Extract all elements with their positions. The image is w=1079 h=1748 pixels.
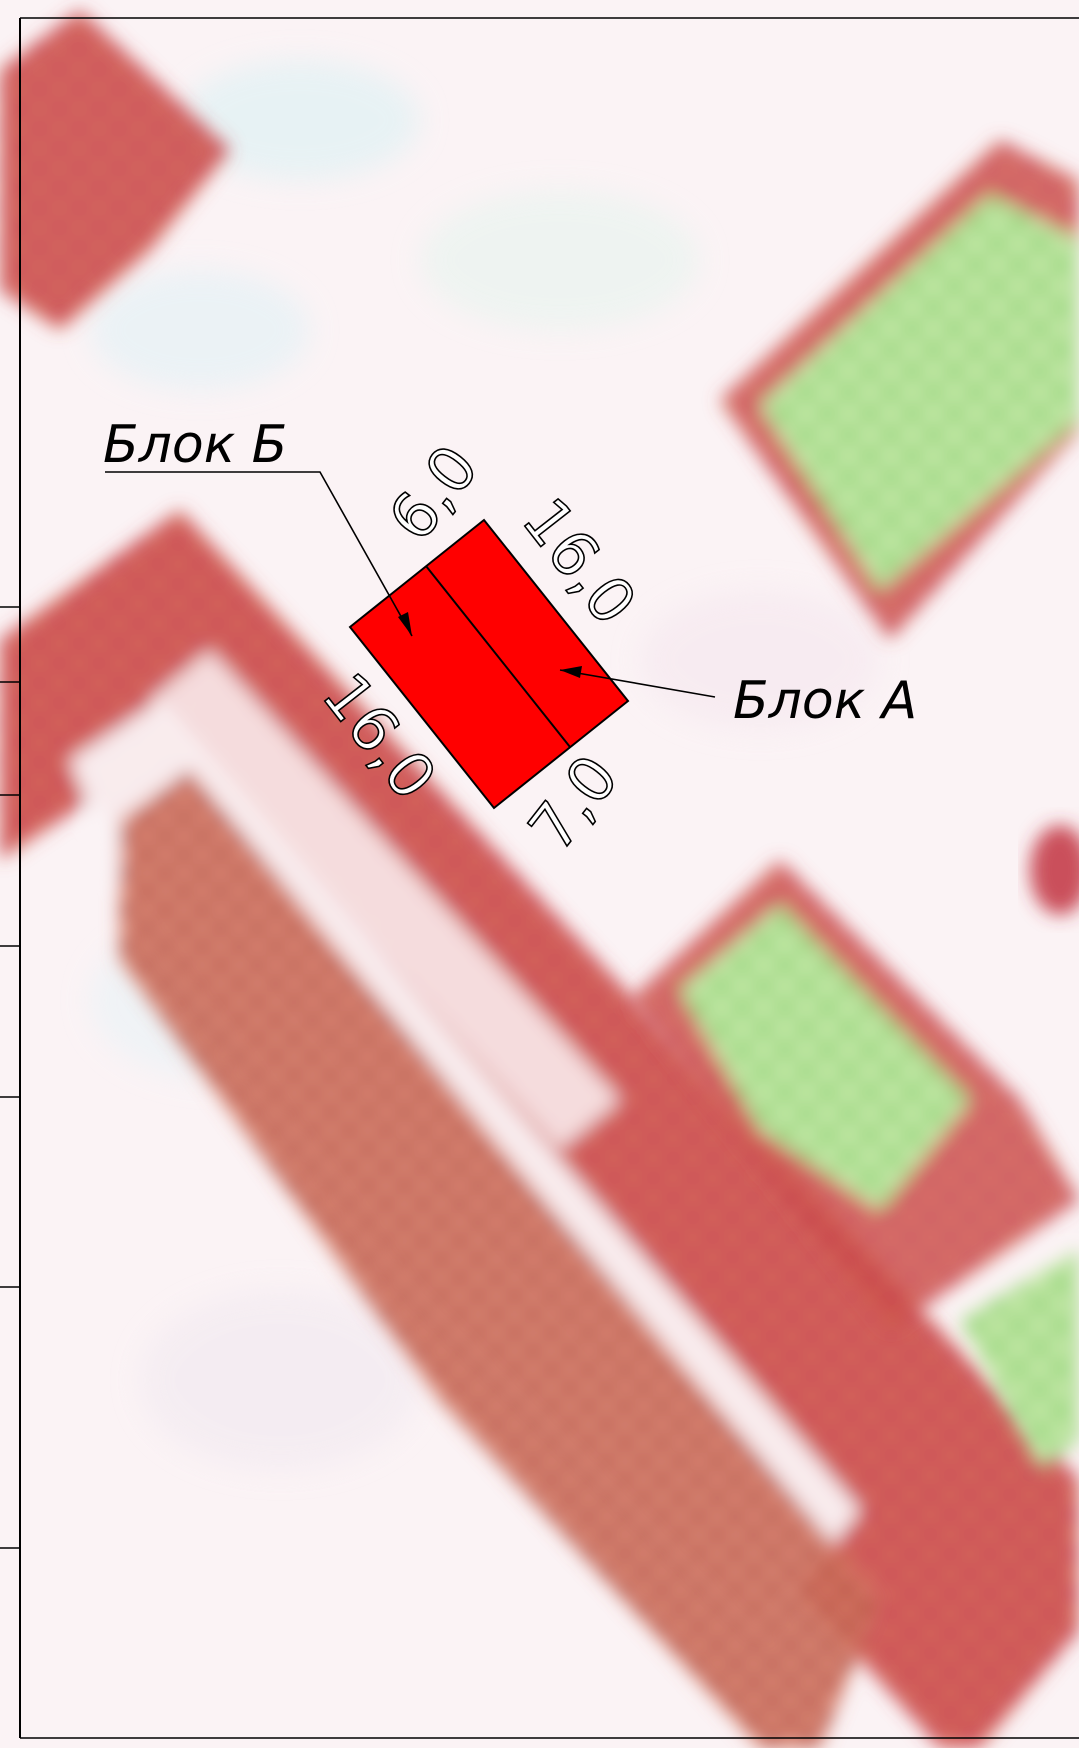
label-block-a: Блок А [733,671,917,731]
road-top-left [0,10,230,330]
arrow-block-a [560,666,582,678]
leaders [105,471,716,698]
arrow-block-b [398,612,412,636]
spot-right-edge [1030,825,1079,915]
building[interactable] [348,518,630,810]
leader-block-a [559,669,716,698]
building-footprint[interactable] [348,518,630,810]
park-lower-right [630,860,1079,1470]
frame [0,17,1079,1739]
road-main [0,510,1079,1748]
park-upper-right [720,140,1079,640]
label-block-b: Блок Б [103,415,287,475]
leader-block-b [105,471,413,637]
block-divider-line [425,565,571,748]
